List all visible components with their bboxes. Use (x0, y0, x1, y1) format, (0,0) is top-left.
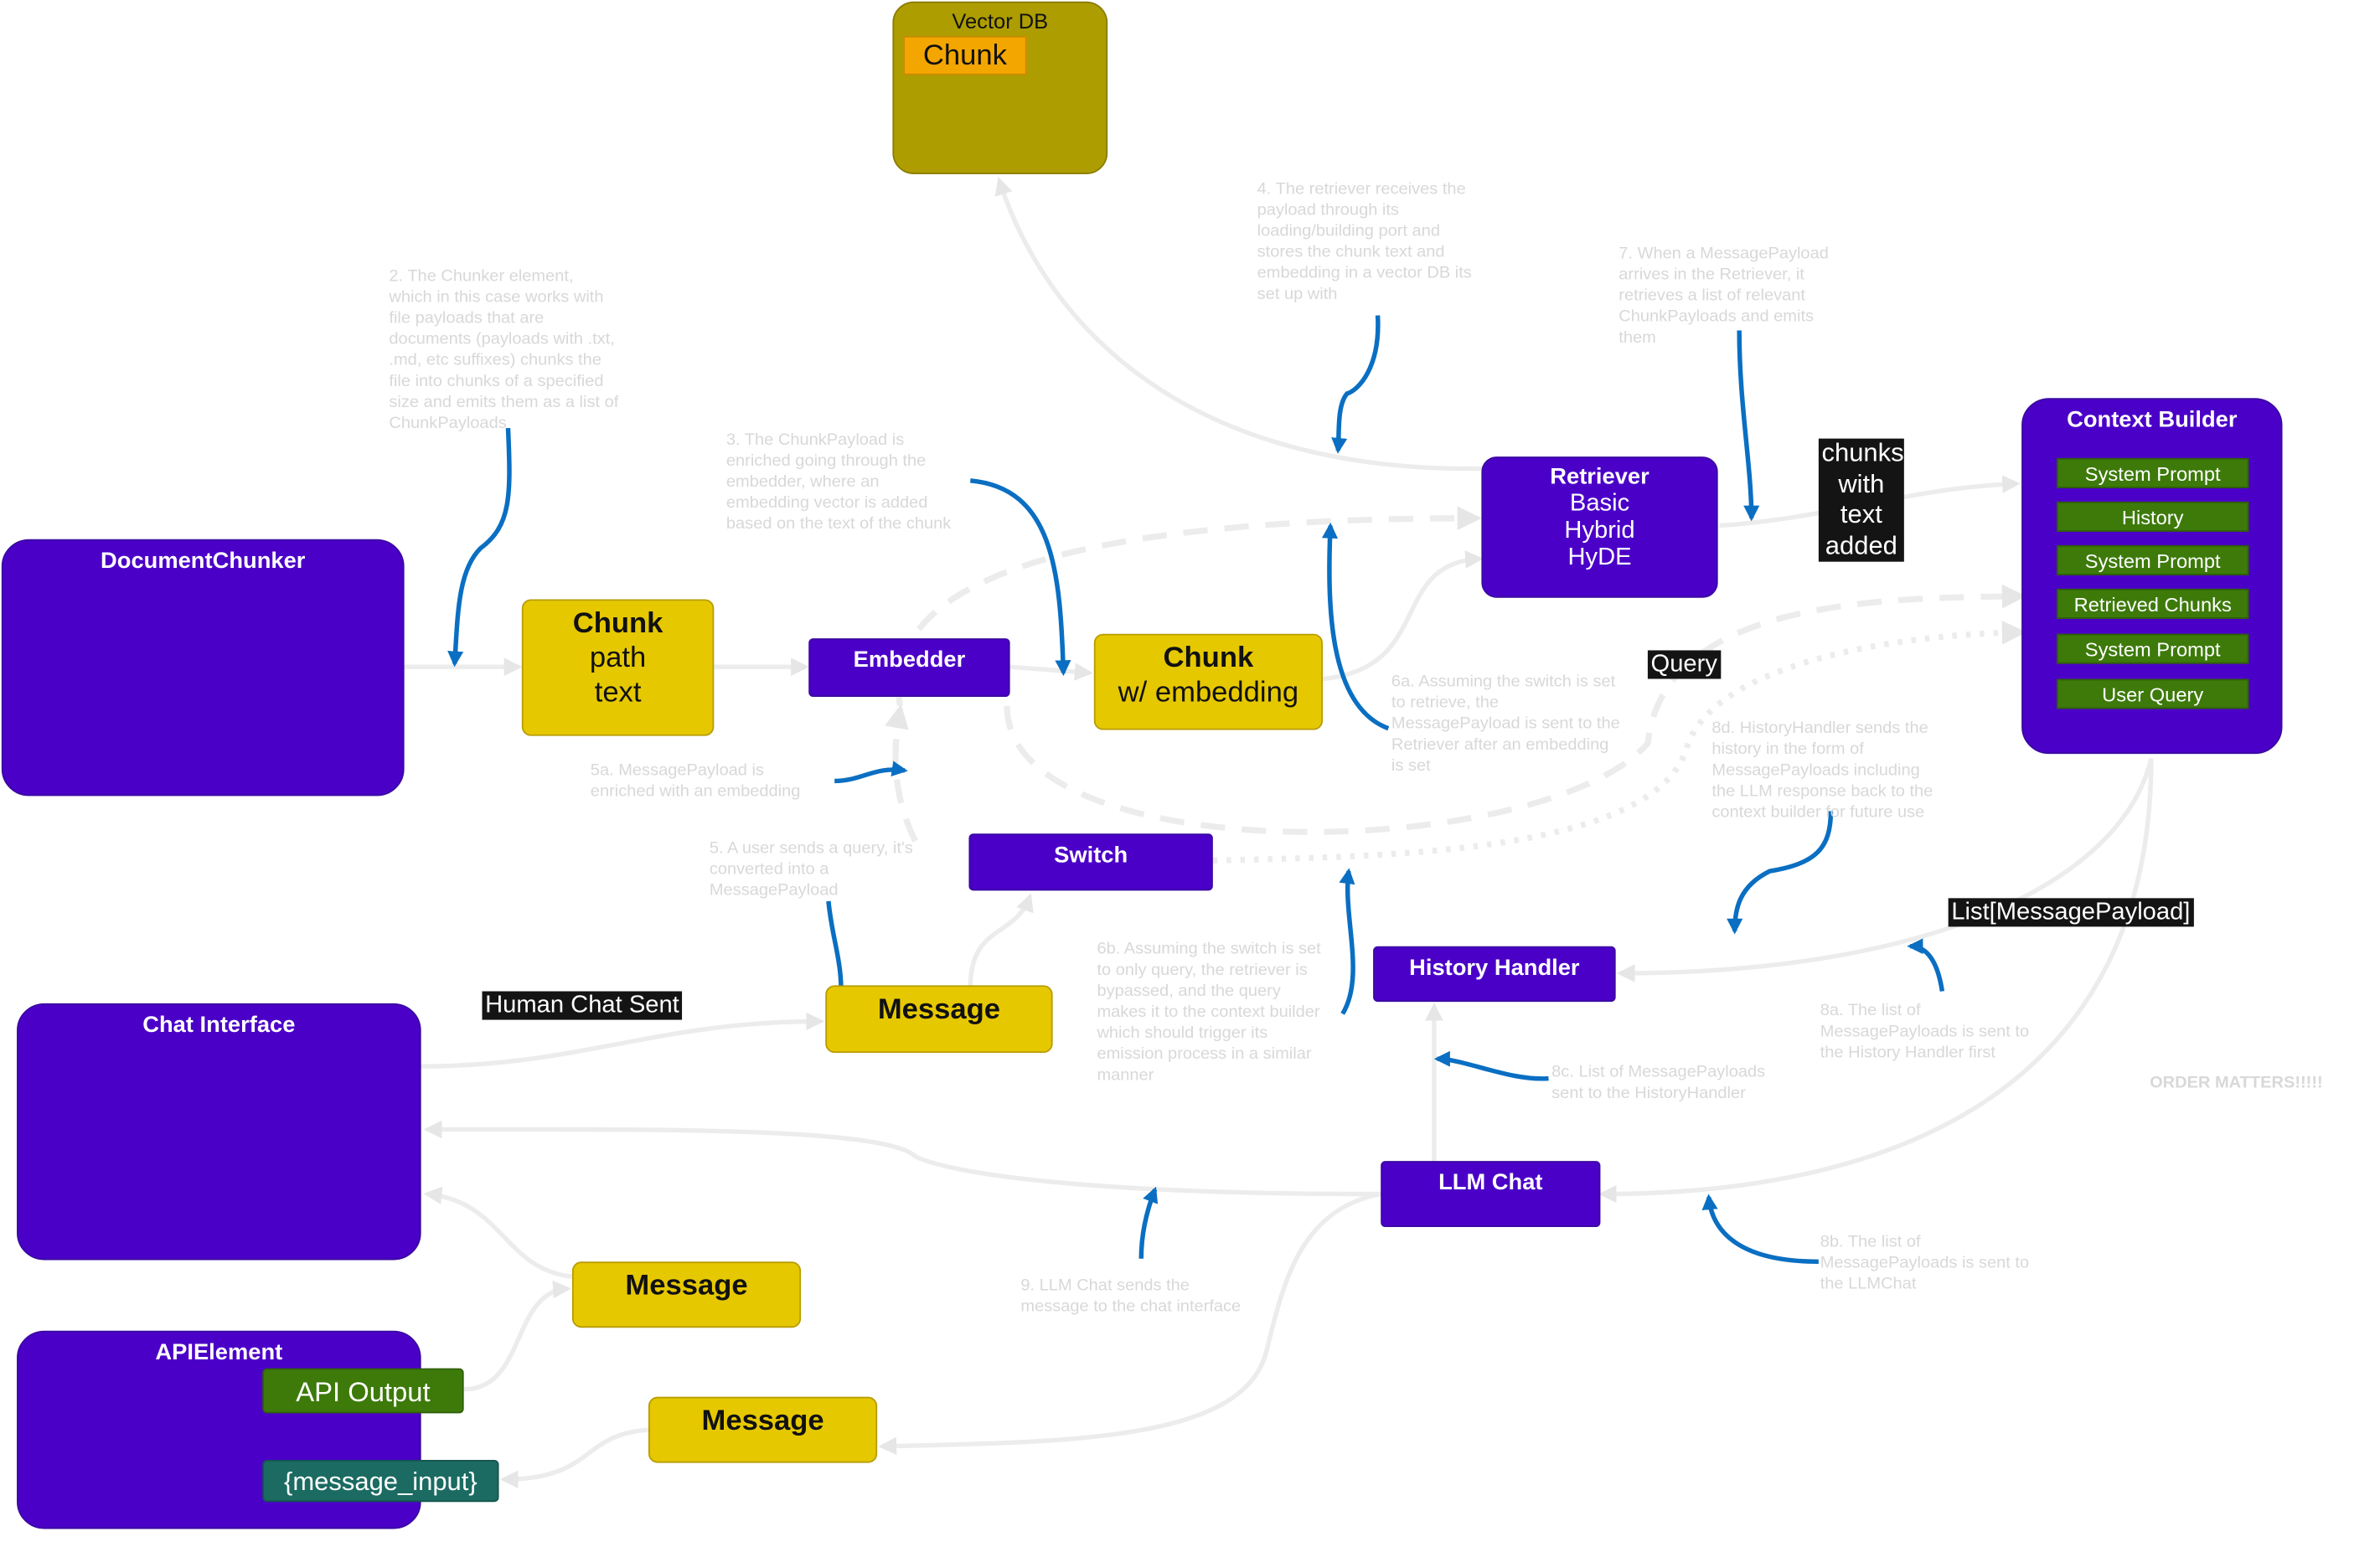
chunk-embedding-title: Chunk (1163, 642, 1254, 675)
vector-db-chunk: Chunk (903, 36, 1027, 75)
flow-chat-to-message (421, 1012, 825, 1069)
message-api-title: Message (701, 1405, 824, 1438)
chunk-payload-text: text (594, 677, 642, 709)
note-embedder: 3. The ChunkPayload is enriched going th… (725, 431, 952, 534)
note-retriever-retrieve: 7. When a MessagePayload arrives in the … (1619, 245, 1829, 348)
flow-context-to-llm (1598, 758, 2154, 1204)
human-chat-sent-label: Human Chat Sent (482, 991, 683, 1020)
chunk-payload-path: path (589, 642, 647, 675)
note-list-to-history: 8a. The list of MessagePayloads is sent … (1820, 1002, 2030, 1062)
note-message-embedding: 5a. MessagePayload is enriched with an e… (590, 761, 801, 801)
flow-message-to-switch (968, 893, 1034, 988)
vector-db-node: Vector DB Chunk (892, 1, 1108, 175)
annotation-arrow-8c (1433, 1050, 1549, 1081)
annotation-arrow-8d (1727, 811, 1834, 935)
annotation-arrow-3 (970, 478, 1071, 677)
context-item-retrieved-chunks: Retrieved Chunks (2056, 588, 2249, 619)
note-list-to-llm: 8b. The list of MessagePayloads is sent … (1820, 1233, 2030, 1293)
message-chat-node: Message (571, 1261, 802, 1328)
note-history-handler: 8d. HistoryHandler sends the history in … (1711, 719, 1933, 822)
document-chunker-title: DocumentChunker (101, 548, 306, 575)
annotation-arrow-2 (447, 427, 512, 668)
message-payload-node: Message (825, 985, 1053, 1054)
retriever-basic: Basic (1569, 491, 1630, 517)
query-label: Query (1647, 650, 1721, 679)
flow-llm-to-message (878, 1191, 1381, 1456)
note-chunker: 2. The Chunker element, which in this ca… (389, 267, 619, 433)
note-llm-to-chat: 9. LLM Chat sends the message to the cha… (1020, 1276, 1242, 1316)
message-chat-title: Message (625, 1271, 748, 1302)
api-element-title: APIElement (155, 1339, 283, 1366)
flow-llm-to-chat (423, 1120, 1381, 1197)
context-builder-node: Context Builder System Prompt History Sy… (2021, 398, 2283, 755)
retriever-hybrid: Hybrid (1564, 518, 1635, 544)
flow-message-to-api (499, 1427, 649, 1489)
switch-node: Switch (968, 833, 1213, 891)
context-builder-title: Context Builder (2067, 406, 2238, 433)
note-switch-query: 6b. Assuming the switch is set to only q… (1097, 940, 1321, 1085)
api-output-port: API Output (262, 1368, 464, 1414)
chunks-text-label: chunks with text added (1818, 438, 1904, 562)
retriever-hyde: HyDE (1567, 544, 1632, 571)
annotation-arrow-8b (1701, 1194, 1819, 1264)
chat-interface-title: Chat Interface (142, 1012, 296, 1039)
note-retriever-store: 4. The retriever receives the payload th… (1257, 180, 1472, 304)
history-handler-node: History Handler (1373, 946, 1616, 1003)
retriever-title: Retriever (1550, 464, 1649, 490)
message-input-port: {message_input} (262, 1459, 499, 1503)
annotation-arrows (447, 315, 1945, 1264)
annotation-arrow-6b (1339, 868, 1355, 1015)
llm-chat-title: LLM Chat (1438, 1169, 1543, 1196)
switch-title: Switch (1054, 842, 1128, 869)
flow-chunk-to-retriever (1322, 550, 1484, 682)
api-element-node: APIElement API Output {message_input} (17, 1330, 499, 1529)
annotation-arrow-8a (1907, 938, 1945, 992)
note-user-query: 5. A user sends a query, it's converted … (709, 839, 913, 900)
llm-chat-node: LLM Chat (1381, 1161, 1601, 1228)
annotation-arrow-4 (1331, 315, 1381, 454)
flow-message-to-chat (423, 1186, 573, 1279)
document-chunker-node: DocumentChunker (1, 539, 405, 797)
annotation-arrow-5a (834, 761, 908, 784)
note-list-sent-history: 8c. List of MessagePayloads sent to the … (1551, 1063, 1766, 1103)
query-path (1212, 620, 2026, 864)
note-switch-retrieve: 6a. Assuming the switch is set to retrie… (1391, 673, 1620, 776)
context-item-system-prompt-2: System Prompt (2056, 544, 2249, 575)
embedder-title: Embedder (853, 647, 966, 673)
annotation-arrow-7 (1737, 330, 1760, 522)
message-payload-title: Message (877, 994, 1001, 1026)
context-item-history: History (2056, 501, 2249, 532)
chunk-embedding-subtitle: w/ embedding (1118, 677, 1299, 709)
embedder-node: Embedder (808, 638, 1010, 698)
flow-embedder-to-chunk (1009, 663, 1093, 681)
chunk-payload-node: Chunk path text (521, 599, 715, 736)
flow-retriever-to-vectordb (994, 177, 1484, 472)
annotation-arrow-9 (1138, 1186, 1159, 1259)
chunk-embedding-node: Chunk w/ embedding (1093, 633, 1323, 730)
retriever-node: Retriever Basic Hybrid HyDE (1481, 456, 1718, 598)
context-item-user-query: User Query (2056, 678, 2249, 709)
context-item-system-prompt-1: System Prompt (2056, 457, 2249, 488)
chunk-payload-title: Chunk (572, 608, 663, 640)
list-message-payload-label: List[MessagePayload] (1948, 898, 2194, 927)
history-handler-title: History Handler (1409, 955, 1580, 981)
chat-interface-node: Chat Interface (17, 1003, 421, 1261)
note-order-matters: ORDER MATTERS!!!!! (2150, 1074, 2323, 1092)
annotation-arrow-6a (1321, 522, 1390, 731)
flow-api-to-message (463, 1280, 571, 1392)
context-item-system-prompt-3: System Prompt (2056, 633, 2249, 664)
vector-db-title: Vector DB (952, 8, 1049, 34)
message-api-node: Message (648, 1396, 878, 1463)
